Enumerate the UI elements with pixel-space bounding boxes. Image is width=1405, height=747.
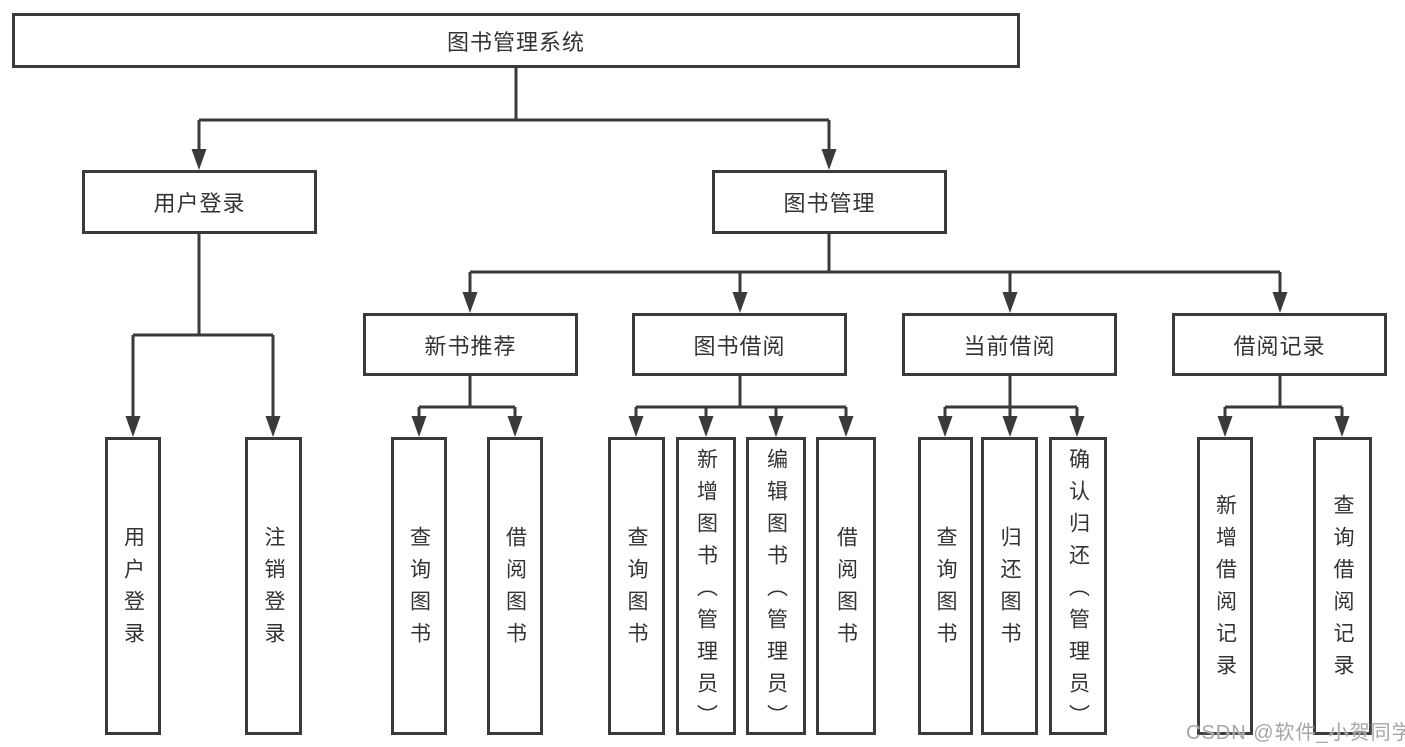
leaf-add-borrow-record: 新增借阅记录	[1197, 437, 1253, 735]
leaf-edit-book-admin: 编辑图书（管理员）	[746, 437, 806, 736]
leaf-query-books-1: 查询图书	[391, 437, 447, 735]
leaf-logout: 注销登录	[245, 437, 302, 735]
node-current-borrow: 当前借阅	[902, 313, 1117, 376]
node-borrow-records: 借阅记录	[1172, 313, 1387, 376]
csdn-watermark: CSDN @软件_小贺同学	[1186, 722, 1405, 744]
leaf-return-book: 归还图书	[981, 437, 1038, 735]
leaf-borrow-books-1: 借阅图书	[487, 437, 543, 735]
node-book-management: 图书管理	[712, 170, 947, 234]
leaf-query-books-2: 查询图书	[608, 437, 665, 735]
leaf-query-books-3: 查询图书	[918, 437, 973, 735]
leaf-add-book-admin: 新增图书（管理员）	[676, 437, 736, 736]
leaf-query-borrow-record: 查询借阅记录	[1313, 437, 1372, 735]
leaf-borrow-books-2: 借阅图书	[816, 437, 876, 735]
node-new-book-recommend: 新书推荐	[363, 313, 578, 376]
node-library-management-system: 图书管理系统	[12, 13, 1020, 68]
leaf-user-login: 用户登录	[105, 437, 161, 735]
leaf-confirm-return-admin: 确认归还（管理员）	[1049, 437, 1107, 736]
node-book-borrow: 图书借阅	[632, 313, 847, 376]
node-user-login: 用户登录	[82, 170, 317, 234]
